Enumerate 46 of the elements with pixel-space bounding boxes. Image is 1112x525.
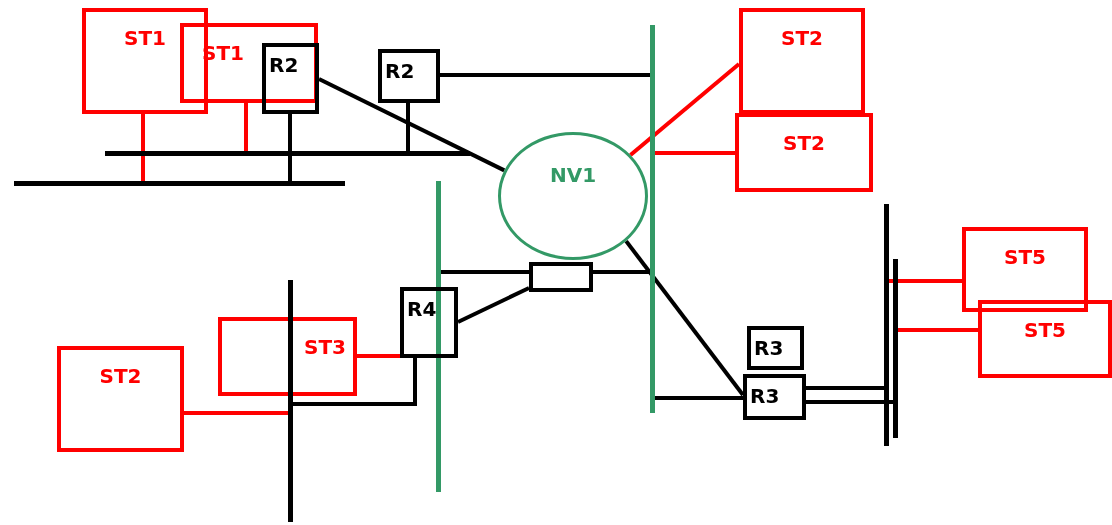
- connector-line: [141, 114, 145, 181]
- connector-line: [629, 62, 741, 157]
- connector-line: [244, 103, 248, 151]
- connector-line: [889, 279, 962, 283]
- station-box: [978, 300, 1112, 378]
- connector-line: [440, 73, 650, 77]
- node-label: ST3: [304, 337, 346, 357]
- node-label: ST2: [782, 133, 826, 153]
- node-label: ST5: [1003, 247, 1047, 267]
- node-label: R3: [754, 338, 784, 358]
- connector-line: [655, 396, 743, 400]
- connector-line: [898, 328, 978, 332]
- node-label: R3: [750, 386, 780, 406]
- node-label: NV1: [548, 165, 598, 185]
- connector-line: [293, 358, 417, 406]
- node-label: ST5: [1023, 320, 1067, 340]
- connector-line: [806, 400, 893, 404]
- station-box: [218, 317, 357, 396]
- connector-line: [288, 114, 292, 181]
- connector-line: [806, 386, 884, 390]
- router-box: [262, 43, 319, 114]
- node-label: R2: [269, 55, 299, 75]
- node-label: ST2: [780, 28, 824, 48]
- station-box: [735, 113, 873, 192]
- connector-line: [441, 270, 529, 274]
- connector-line: [357, 354, 400, 358]
- connector-line: [184, 411, 288, 415]
- node-label: ST2: [98, 366, 143, 386]
- node-label: ST1: [123, 28, 167, 48]
- router-box: [743, 374, 806, 420]
- router-box: [378, 49, 440, 103]
- small-box: [529, 262, 593, 292]
- station-box: [180, 23, 318, 103]
- station-box: [962, 227, 1088, 312]
- node-label: R4: [407, 299, 437, 319]
- router-box: [400, 287, 458, 358]
- connector-line: [318, 77, 506, 173]
- connector-line: [406, 103, 410, 151]
- router-box: [747, 326, 804, 370]
- connector-line: [593, 270, 650, 274]
- connector-line: [624, 239, 745, 397]
- connector-line: [457, 286, 530, 324]
- node-label: R2: [385, 61, 415, 81]
- station-box: [57, 346, 184, 452]
- station-box: [739, 8, 865, 114]
- connector-line: [655, 151, 735, 155]
